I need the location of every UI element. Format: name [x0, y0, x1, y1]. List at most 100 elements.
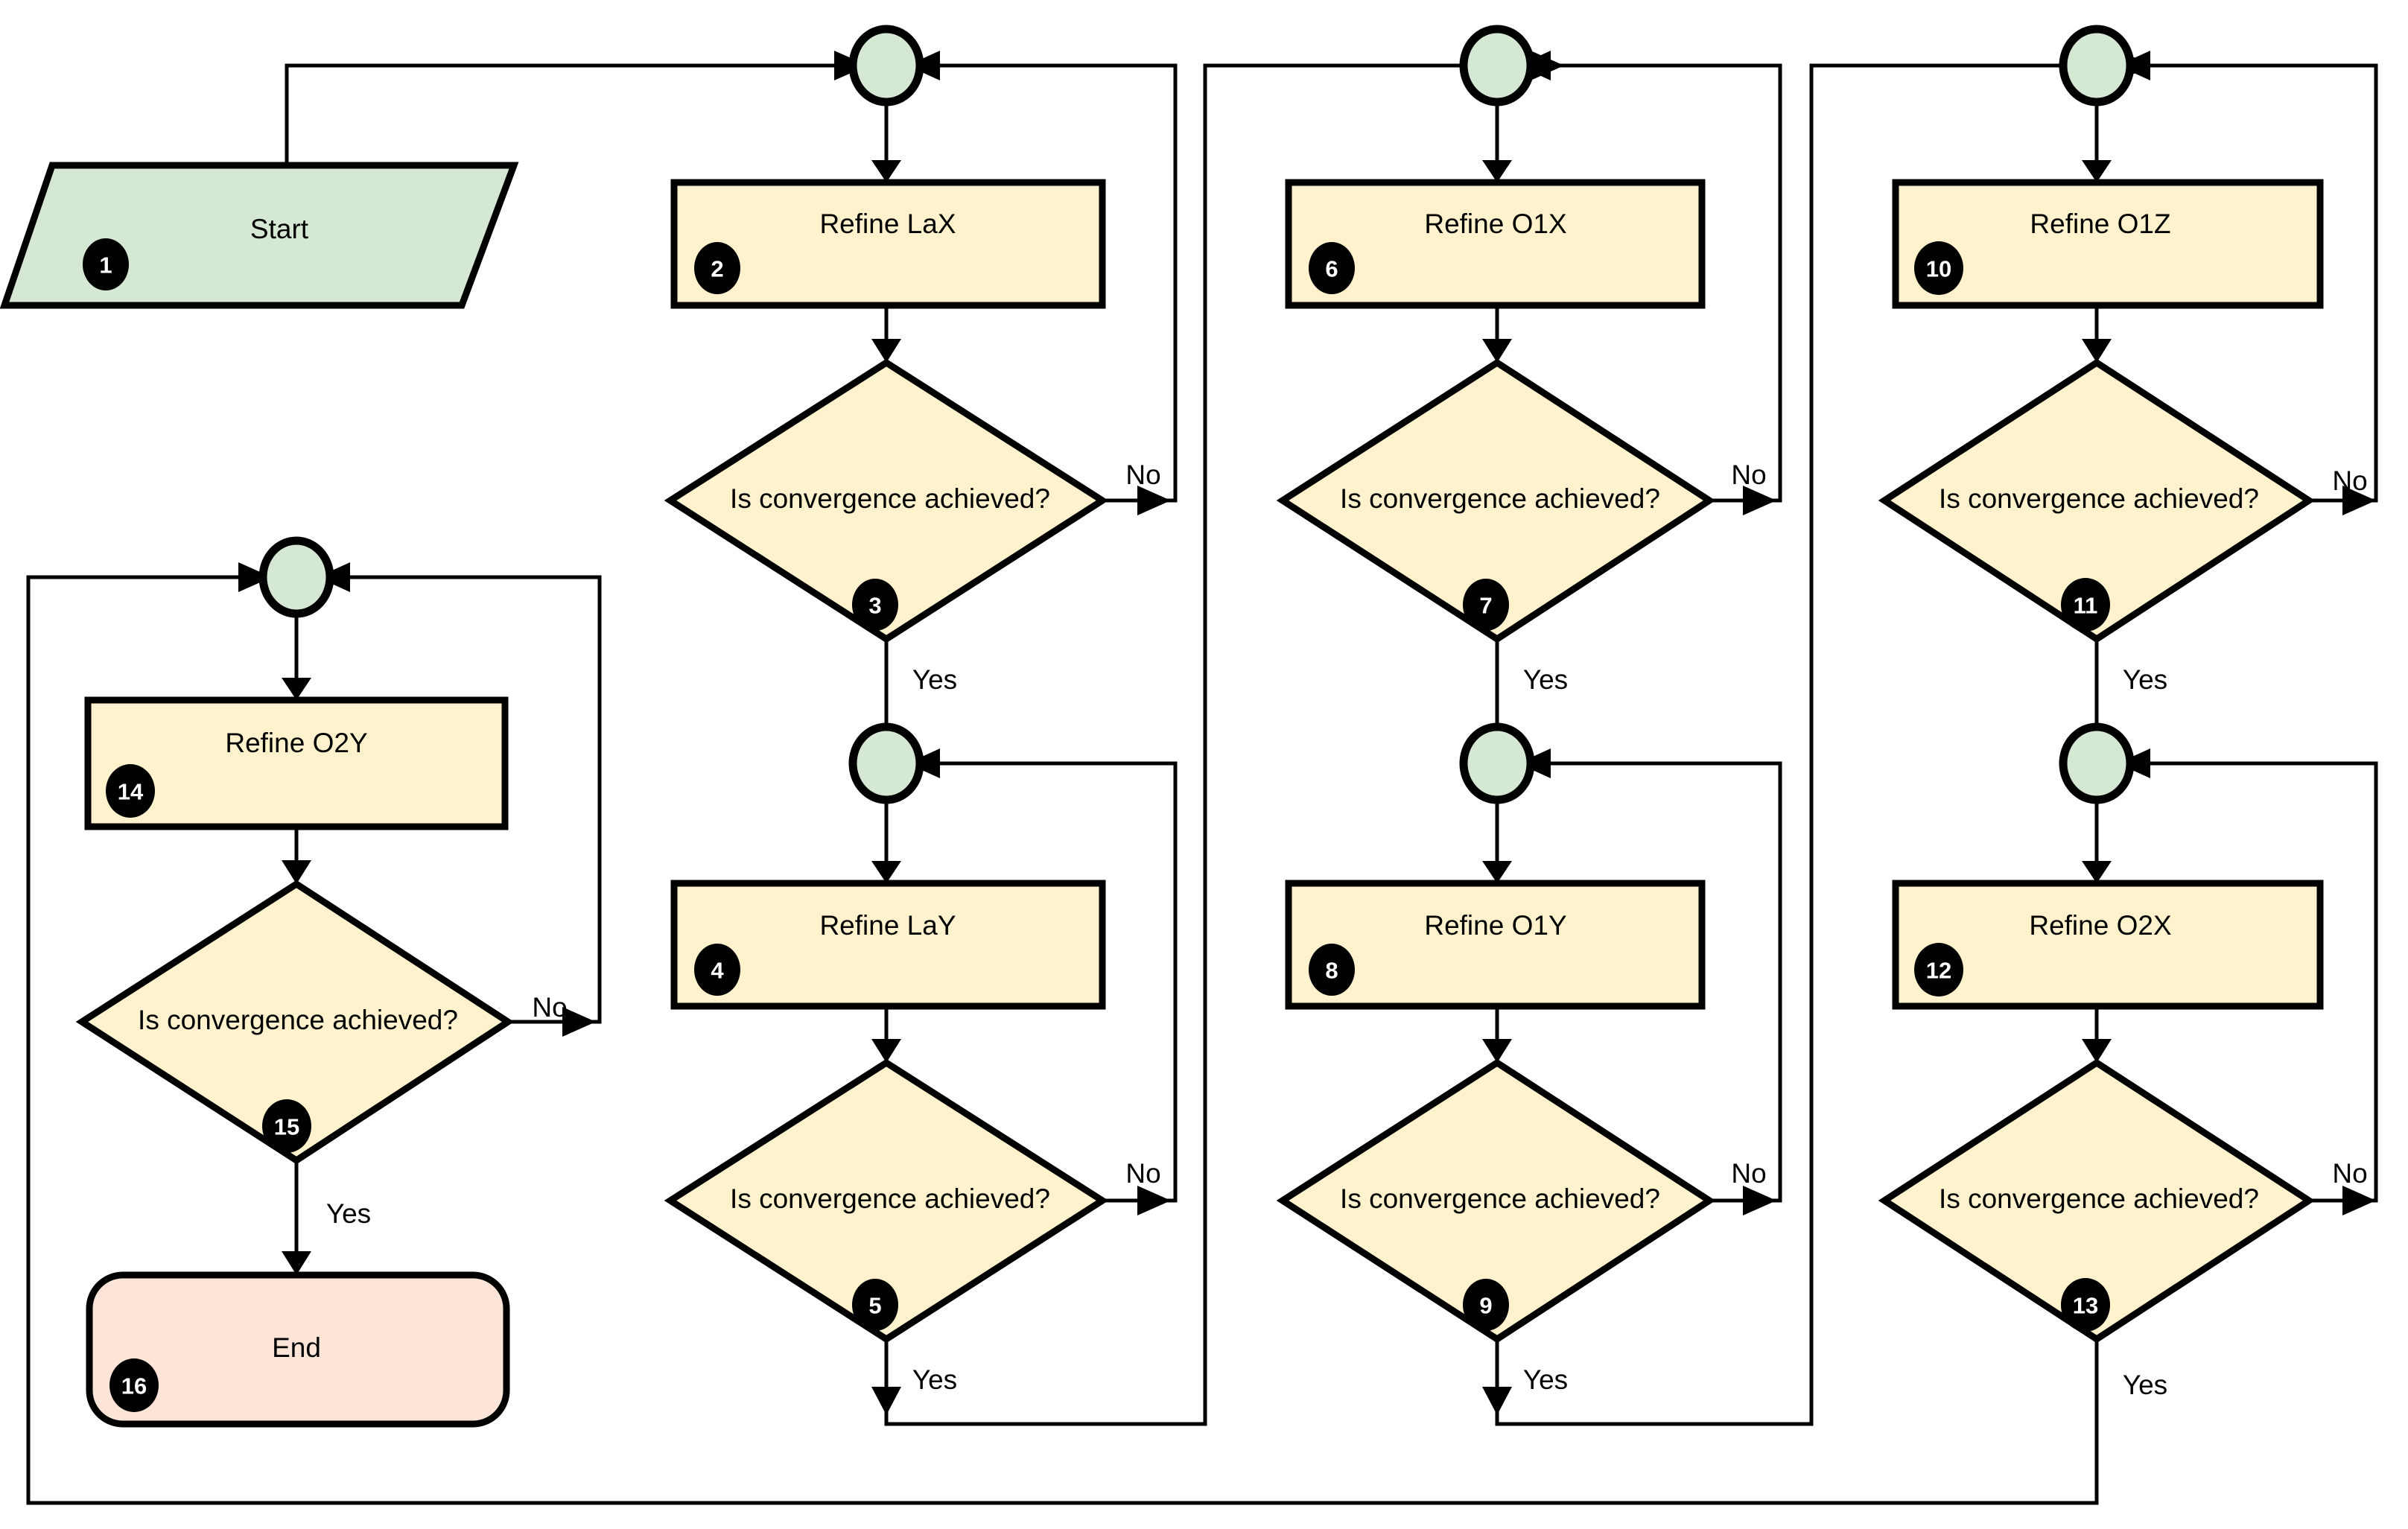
badge-8-circle	[1309, 944, 1355, 996]
edge-label-13-yes: Yes	[2123, 1370, 2167, 1400]
arrow-head-box8-top	[1482, 861, 1512, 883]
node-start[interactable]: Start 1	[0, 162, 519, 309]
node-refine-o2x[interactable]: Refine O2X 12	[1892, 880, 2324, 1010]
diamond-13-label: Is convergence achieved?	[1939, 1183, 2259, 1214]
diamond-3-shape[interactable]	[664, 358, 1109, 643]
badge-3: 3	[852, 579, 898, 631]
arrow-head-9-yes	[1482, 1387, 1512, 1415]
diamond-9-shape[interactable]	[1276, 1058, 1716, 1344]
box-14-shape[interactable]	[84, 696, 509, 830]
edge-labels: No Yes No Yes No Yes No Yes No Yes No Ye…	[326, 460, 2368, 1400]
edge-label-15-no: No	[532, 992, 567, 1023]
badge-15: 15	[262, 1099, 311, 1153]
node-refine-o2y[interactable]: Refine O2Y 14	[84, 696, 509, 830]
connectors	[26, 51, 2378, 1505]
badge-5: 5	[852, 1279, 898, 1331]
arrow-head-end-top	[282, 1251, 311, 1275]
node-refine-o1x[interactable]: Refine O1X 6	[1285, 179, 1706, 309]
badge-14: 14	[106, 764, 155, 818]
box-4-shape[interactable]	[670, 880, 1106, 1010]
merge-point-4[interactable]	[1459, 722, 1535, 804]
badge-9-circle	[1463, 1279, 1509, 1331]
box-2-shape[interactable]	[670, 179, 1106, 309]
edge-label-15-yes: Yes	[326, 1198, 371, 1229]
arrow-head-box4-top	[871, 861, 901, 883]
merge-point-5[interactable]	[2059, 25, 2135, 107]
node-decision-13[interactable]: Is convergence achieved? 13	[1878, 1058, 2316, 1344]
badge-12: 12	[1914, 943, 1963, 996]
merge-point-1[interactable]	[848, 25, 924, 107]
badge-6-circle	[1309, 242, 1355, 294]
merge-2-circle[interactable]	[848, 722, 924, 804]
edge-label-7-no: No	[1731, 460, 1766, 490]
arrow-head-box2-top	[871, 160, 901, 182]
badge-8: 8	[1309, 944, 1355, 996]
badge-4-circle	[694, 944, 740, 996]
node-refine-o1y[interactable]: Refine O1Y 8	[1285, 880, 1706, 1010]
badge-11: 11	[2061, 578, 2110, 632]
badge-13-text: 13	[2073, 1293, 2098, 1319]
box-6-shape[interactable]	[1285, 179, 1706, 309]
node-refine-o1z[interactable]: Refine O1Z 10	[1892, 179, 2324, 309]
diamond-15-label: Is convergence achieved?	[138, 1005, 458, 1035]
diamond-11-shape[interactable]	[1878, 358, 2316, 643]
node-decision-9[interactable]: Is convergence achieved? 9	[1276, 1058, 1716, 1344]
box-8-shape[interactable]	[1285, 880, 1706, 1010]
node-refine-lax[interactable]: Refine LaX 2	[670, 179, 1106, 309]
edge-label-13-no: No	[2332, 1158, 2367, 1189]
merge-point-6[interactable]	[2059, 722, 2135, 804]
merge-7-circle[interactable]	[258, 536, 334, 618]
edge-start-to-merge1	[285, 63, 834, 165]
arrow-head-d9-top	[1482, 1039, 1512, 1063]
start-shape[interactable]	[0, 162, 519, 309]
box-10-label: Refine O1Z	[2030, 209, 2170, 239]
badge-11-text: 11	[2074, 593, 2098, 619]
merge-1-circle[interactable]	[848, 25, 924, 107]
arrow-head-merge7-left	[238, 562, 272, 592]
edge-label-3-yes: Yes	[912, 664, 957, 695]
node-refine-lay[interactable]: Refine LaY 4	[670, 880, 1106, 1010]
badge-1-text: 1	[99, 252, 112, 279]
badge-13: 13	[2061, 1278, 2110, 1332]
edge-label-3-no: No	[1125, 460, 1160, 490]
badge-16-text: 16	[121, 1373, 147, 1399]
merge-point-3[interactable]	[1459, 25, 1535, 107]
badge-11-circle	[2061, 578, 2110, 632]
node-decision-7[interactable]: Is convergence achieved? 7	[1276, 358, 1716, 643]
arrow-head-d11-top	[2082, 339, 2112, 363]
node-decision-15[interactable]: Is convergence achieved? 15	[75, 880, 515, 1165]
merge-point-7[interactable]	[258, 536, 334, 618]
end-label: End	[272, 1332, 321, 1363]
badge-10-text: 10	[1926, 256, 1951, 282]
merge-5-circle[interactable]	[2059, 25, 2135, 107]
diamond-7-shape[interactable]	[1276, 358, 1716, 643]
node-decision-5[interactable]: Is convergence achieved? 5	[664, 1058, 1109, 1344]
badge-10: 10	[1914, 241, 1963, 295]
box-12-label: Refine O2X	[2029, 910, 2171, 941]
node-end[interactable]: End 16	[86, 1271, 510, 1428]
merge-point-2[interactable]	[848, 722, 924, 804]
diamond-13-shape[interactable]	[1878, 1058, 2316, 1344]
box-14-label: Refine O2Y	[225, 728, 367, 758]
edge-label-11-yes: Yes	[2123, 664, 2167, 695]
node-decision-11[interactable]: Is convergence achieved? 11	[1878, 358, 2316, 643]
node-decision-3[interactable]: Is convergence achieved? 3	[664, 358, 1109, 643]
box-12-shape[interactable]	[1892, 880, 2324, 1010]
badge-6: 6	[1309, 242, 1355, 294]
start-label: Start	[250, 214, 309, 244]
edge-label-11-no: No	[2332, 465, 2367, 496]
diamond-9-label: Is convergence achieved?	[1340, 1183, 1660, 1214]
end-shape[interactable]	[86, 1271, 510, 1428]
badge-15-circle	[262, 1099, 311, 1153]
badge-15-text: 15	[274, 1114, 299, 1140]
diamond-5-shape[interactable]	[664, 1058, 1109, 1344]
merge-4-circle[interactable]	[1459, 722, 1535, 804]
badge-7-circle	[1463, 579, 1509, 631]
diamond-15-shape[interactable]	[75, 880, 515, 1165]
box-10-shape[interactable]	[1892, 179, 2324, 309]
box-6-label: Refine O1X	[1424, 209, 1566, 239]
merge-3-circle[interactable]	[1459, 25, 1535, 107]
merge-6-circle[interactable]	[2059, 722, 2135, 804]
badge-13-circle	[2061, 1278, 2110, 1332]
